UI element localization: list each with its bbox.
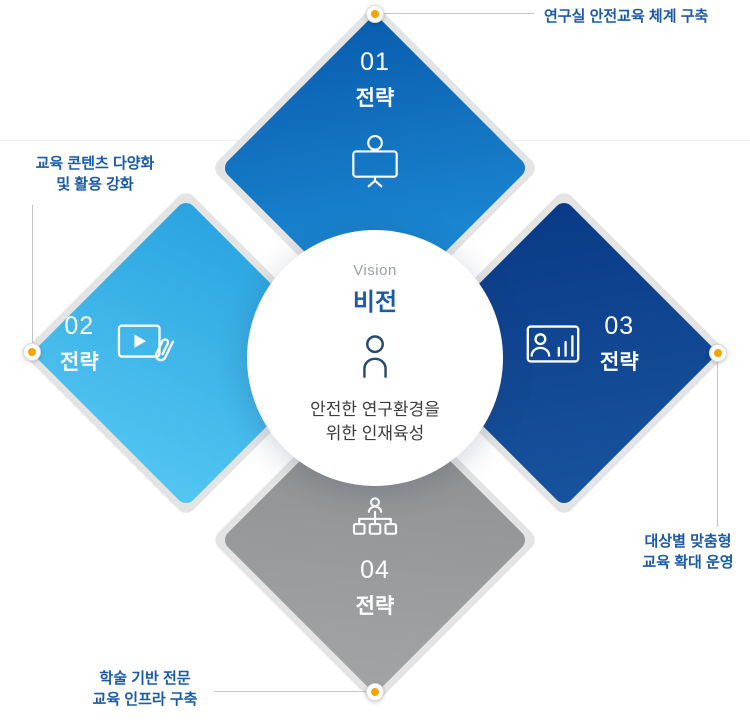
person-chart-icon [522, 318, 584, 370]
strategy-01-number: 01 [360, 48, 390, 76]
connector-line-left [32, 205, 33, 343]
marker-dot-bottom [366, 683, 384, 701]
strategy-02-text: 02 전략 [60, 312, 99, 376]
strategy-02-content: 02 전략 [60, 312, 177, 376]
vision-ko-label: 비전 [352, 289, 398, 316]
video-content-icon [115, 316, 177, 372]
vision-circle: Vision 비전 안전한 연구환경을 위한 인재육성 [247, 230, 503, 486]
callout-left-line1: 교육 콘텐츠 다양화 [35, 155, 155, 172]
marker-dot-top [366, 5, 384, 23]
strategy-03-number: 03 [604, 312, 635, 340]
marker-dot-left [23, 343, 41, 361]
person-icon [349, 331, 401, 390]
callout-bottom: 학술 기반 전문 교육 인프라 구축 [65, 668, 225, 710]
vision-description-line1: 안전한 연구환경을 [310, 400, 440, 419]
strategy-04-number: 04 [360, 556, 390, 584]
strategy-03-text: 03 전략 [600, 312, 639, 376]
strategy-02-number: 02 [64, 312, 95, 340]
presentation-lightbulb-icon [325, 132, 425, 188]
strategy-01-label: 전략 [355, 86, 395, 110]
connector-line-top [384, 13, 534, 14]
callout-right: 대상별 맞춤형 교육 확대 운영 [598, 531, 750, 573]
vision-description-line2: 위한 인재육성 [325, 423, 425, 443]
callout-left: 교육 콘텐츠 다양화 및 활용 강화 [12, 153, 178, 195]
connector-line-right [717, 362, 718, 527]
callout-bottom-line2: 교육 인프라 구축 [92, 691, 198, 708]
strategy-03-content: 03 전략 [522, 312, 639, 376]
strategy-04-label: 전략 [355, 594, 395, 618]
callout-right-line2: 교육 확대 운영 [642, 554, 734, 571]
strategy-01-content: 01 전략 [325, 48, 425, 188]
strategy-03-label: 전략 [600, 350, 639, 374]
org-hierarchy-icon [325, 494, 425, 542]
marker-dot-right [709, 344, 727, 362]
callout-bottom-line1: 학술 기반 전문 [99, 670, 191, 687]
strategy-04-content: 04 전략 [325, 494, 425, 620]
strategy-02-label: 전략 [60, 350, 99, 374]
vision-description: 안전한 연구환경을 위한 인재육성 [310, 398, 440, 446]
callout-right-line1: 대상별 맞춤형 [644, 533, 732, 550]
vision-en-label: Vision [353, 262, 397, 279]
callout-left-line2: 및 활용 강화 [56, 176, 134, 193]
connector-line-bottom [214, 691, 366, 692]
callout-top: 연구실 안전교육 체계 구축 [544, 8, 709, 25]
